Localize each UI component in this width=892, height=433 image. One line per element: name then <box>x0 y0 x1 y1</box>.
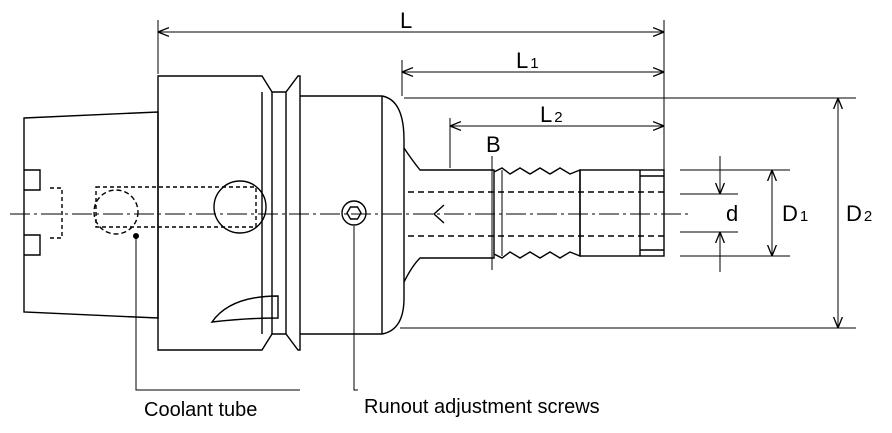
collet-nut <box>579 169 665 257</box>
collet-edges <box>640 175 664 251</box>
shank-hidden <box>50 187 63 239</box>
leader-lines <box>135 226 358 391</box>
label-runout-screws: Runout adjustment screws <box>364 396 600 418</box>
coolant-tube-hidden <box>95 186 257 228</box>
extension-lines <box>157 20 856 329</box>
runout-screw-hex <box>346 206 362 220</box>
holder-body <box>23 75 665 351</box>
bottom-slot <box>210 295 279 323</box>
runout-leader <box>353 226 358 391</box>
collet-nut-ribs <box>493 167 581 259</box>
neck <box>403 147 495 283</box>
coolant-port-circle <box>213 180 267 234</box>
coolant-leader <box>135 236 300 391</box>
label-B: B <box>486 132 501 157</box>
dimension-lines <box>158 32 838 328</box>
shank-key-bottom <box>24 234 41 256</box>
runout-screw-head <box>341 200 367 226</box>
label-d: d <box>726 201 739 226</box>
bore-arrow <box>432 204 445 224</box>
shank-key-top <box>24 169 41 191</box>
coolant-tube-end <box>93 189 139 235</box>
coolant-leader-dot <box>133 233 139 239</box>
main-body <box>300 95 405 335</box>
bore-hidden <box>408 191 664 237</box>
label-L: L <box>400 8 413 33</box>
label-coolant-tube: Coolant tube <box>144 399 258 421</box>
